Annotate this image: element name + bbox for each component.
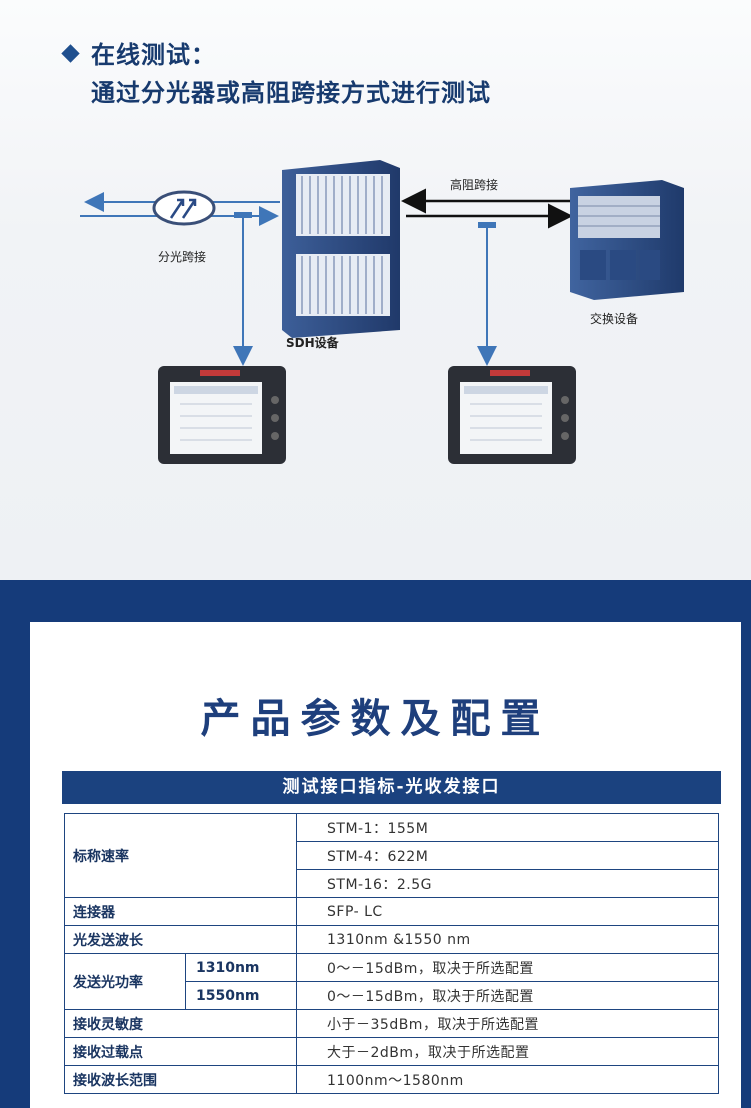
value-cell: 0～－15dBm，取决于所选配置 bbox=[296, 953, 719, 982]
switch-label: 交换设备 bbox=[590, 312, 639, 326]
table-row: 发送光功率 1310nm 0～－15dBm，取决于所选配置 bbox=[64, 953, 719, 1010]
param-cell: 发送光功率 bbox=[64, 953, 186, 1010]
spec-table: 标称速率 STM-1：155M STM-4：622M STM-16：2.5G 连… bbox=[64, 813, 719, 1094]
value-cell: STM-4：622M bbox=[296, 841, 719, 870]
switch-equipment-icon bbox=[570, 180, 684, 300]
section-heading: 在线测试： 通过分光器或高阻跨接方式进行测试 bbox=[61, 36, 491, 112]
table-row: 接收灵敏度 小于－35dBm，取决于所选配置 bbox=[64, 1009, 719, 1038]
sdh-rack-icon bbox=[282, 160, 400, 338]
table-row: 光发送波长 1310nm &1550 nm bbox=[64, 925, 719, 954]
sdh-label: SDH设备 bbox=[286, 336, 339, 350]
value-cell: 小于－35dBm，取决于所选配置 bbox=[296, 1009, 719, 1038]
table-row: 标称速率 STM-1：155M bbox=[64, 813, 719, 898]
value-cell: STM-16：2.5G bbox=[296, 869, 719, 898]
diagram-section: 在线测试： 通过分光器或高阻跨接方式进行测试 bbox=[0, 0, 751, 580]
splitter-label: 分光跨接 bbox=[158, 250, 207, 264]
param-cell: 接收波长范围 bbox=[64, 1065, 297, 1094]
table-row: 接收波长范围 1100nm～1580nm bbox=[64, 1065, 719, 1094]
value-cell: 0～－15dBm，取决于所选配置 bbox=[296, 981, 719, 1010]
tester-device-left-icon bbox=[158, 366, 286, 464]
section-title: 产品参数及配置 bbox=[200, 696, 551, 742]
value-cell: STM-1：155M bbox=[296, 813, 719, 842]
diagram-graphic bbox=[80, 160, 684, 464]
value-cell: 1310nm &1550 nm bbox=[296, 925, 719, 954]
network-diagram: 分光跨接 SDH设备 高阻跨接 交换设备 bbox=[70, 160, 710, 480]
param-cell: 接收过载点 bbox=[64, 1037, 297, 1066]
sub-param-cell: 1310nm bbox=[185, 953, 297, 982]
param-cell: 标称速率 bbox=[64, 813, 297, 898]
value-cell: 1100nm～1580nm bbox=[296, 1065, 719, 1094]
heading-line2: 通过分光器或高阻跨接方式进行测试 bbox=[91, 79, 491, 107]
table-row: 连接器 SFP- LC bbox=[64, 897, 719, 926]
table-row: 接收过载点 大于－2dBm，取决于所选配置 bbox=[64, 1037, 719, 1066]
table-row: STM-4：622M bbox=[65, 841, 719, 870]
value-cell: SFP- LC bbox=[296, 897, 719, 926]
param-cell: 光发送波长 bbox=[64, 925, 297, 954]
sub-param-cell: 1550nm bbox=[185, 981, 297, 1010]
tester-device-right-icon bbox=[448, 366, 576, 464]
param-cell: 连接器 bbox=[64, 897, 297, 926]
heading-line1: 在线测试： bbox=[91, 41, 216, 69]
param-cell: 接收灵敏度 bbox=[64, 1009, 297, 1038]
table-header: 测试接口指标-光收发接口 bbox=[62, 771, 721, 804]
high-impedance-label: 高阻跨接 bbox=[450, 178, 499, 192]
value-cell: 大于－2dBm，取决于所选配置 bbox=[296, 1037, 719, 1066]
diamond-bullet-icon bbox=[61, 44, 80, 63]
splitter-icon bbox=[152, 190, 216, 226]
